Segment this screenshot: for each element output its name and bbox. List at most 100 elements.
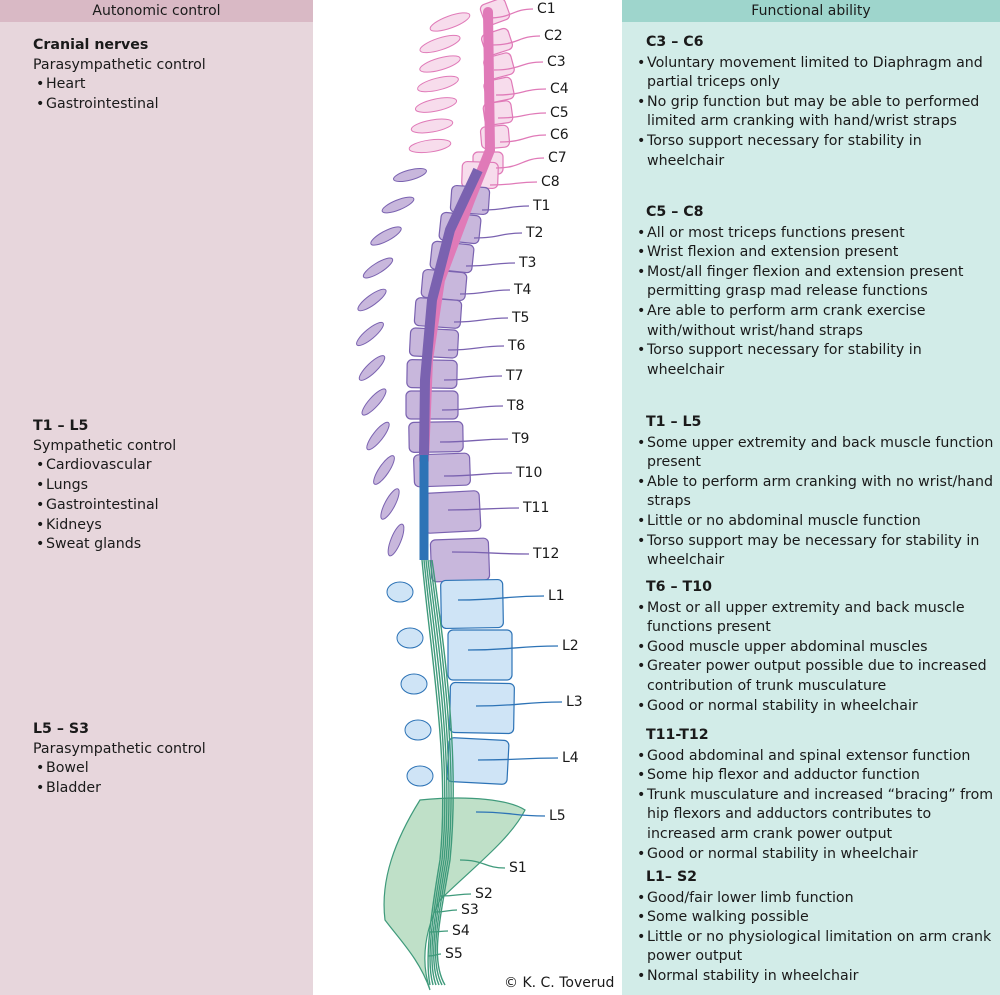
spinal-cord-thoracic	[419, 167, 483, 456]
vertebra-label-s3: S3	[461, 902, 479, 918]
group-title: T6 – T10	[646, 579, 712, 595]
vertebral-process	[362, 257, 394, 279]
vertebra-label-c4: C4	[550, 81, 569, 97]
autonomic-group-l5-s3: L5 – S3 Parasympathetic control Bowel Bl…	[33, 720, 206, 799]
vertebral-process	[429, 12, 471, 32]
vertebral-body	[422, 490, 482, 534]
vertebral-process	[414, 97, 458, 113]
list-item: Most or all upper extremity and back mus…	[634, 599, 998, 638]
copyright-credit: © K. C. Toverud	[504, 975, 615, 991]
list-item: Torso support necessary for stability in…	[634, 341, 998, 380]
vertebral-body	[440, 578, 504, 630]
group-title: L5 – S3	[33, 721, 89, 737]
cauda-equina-strand	[429, 559, 452, 986]
vertebra-label-t11: T11	[522, 500, 549, 516]
vertebra-label-t6: T6	[507, 338, 526, 354]
nerve-root	[429, 930, 449, 933]
cauda-equina-strand	[421, 559, 444, 986]
nerve-root	[453, 317, 509, 323]
vertebra-label-l1: L1	[548, 588, 565, 604]
group-subtitle: Parasympathetic control	[33, 740, 206, 757]
vertebral-process	[356, 321, 384, 347]
vertebra-label-l4: L4	[562, 750, 579, 766]
list-item: Sweat glands	[33, 535, 176, 555]
list-item: Good abdominal and spinal extensor funct…	[634, 747, 998, 767]
functional-group-c5-c8: C5 – C8 All or most triceps functions pr…	[634, 203, 998, 380]
nerve-root	[491, 35, 541, 46]
list-item: Some walking possible	[634, 908, 998, 928]
group-subtitle: Parasympathetic control	[33, 56, 206, 73]
nerve-root	[499, 134, 547, 143]
spinal-column-illustration: C1C2C3C4C5C6C7C8T1T2T3T4T5T6T7T8T9T10T11…	[356, 0, 583, 991]
vertebral-process	[366, 421, 390, 451]
group-title: C3 – C6	[646, 34, 704, 50]
vertebral-process	[396, 627, 424, 649]
vertebral-process	[393, 167, 427, 183]
vertebral-process	[408, 138, 452, 154]
group-subtitle: Sympathetic control	[33, 437, 177, 454]
group-title: Cranial nerves	[33, 37, 149, 53]
vertebral-body	[405, 390, 459, 420]
nerve-root	[475, 701, 563, 707]
nerve-root	[473, 232, 523, 239]
list-item: Little or no physiological limitation on…	[634, 928, 998, 967]
list-item: No grip function but may be able to perf…	[634, 93, 998, 132]
vertebral-body	[479, 124, 511, 150]
nerve-root	[427, 953, 442, 957]
nerve-root	[495, 88, 547, 96]
vertebra-label-c3: C3	[547, 54, 566, 70]
nerve-root	[465, 262, 516, 267]
autonomic-control-header: Autonomic control	[0, 0, 313, 22]
list-item: Greater power output possible due to inc…	[634, 657, 998, 696]
list-item: Some upper extremity and back muscle fun…	[634, 434, 998, 473]
nerve-root	[447, 507, 520, 511]
list-item: Trunk musculature and increased “bracing…	[634, 786, 998, 845]
cauda-equina-strand	[431, 559, 454, 986]
vertebra-label-l2: L2	[562, 638, 579, 654]
nerve-root	[475, 811, 546, 817]
nerve-root	[493, 61, 544, 71]
vertebra-label-c5: C5	[550, 105, 569, 121]
cauda-equina-strand	[427, 559, 450, 986]
vertebra-label-c2: C2	[544, 28, 563, 44]
vertebra-label-t10: T10	[515, 465, 542, 481]
functional-group-t6-t10: T6 – T10 Most or all upper extremity and…	[634, 578, 998, 716]
vertebra-label-l3: L3	[566, 694, 583, 710]
list-item: All or most triceps functions present	[634, 224, 998, 244]
list-item: Voluntary movement limited to Diaphragm …	[634, 54, 998, 93]
vertebral-process	[381, 196, 415, 214]
vertebral-process	[400, 673, 428, 695]
vertebra-label-t3: T3	[518, 255, 536, 271]
list-item: Normal stability in wheelchair	[634, 967, 998, 987]
group-title: C5 – C8	[646, 204, 704, 220]
nerve-root	[443, 472, 513, 477]
vertebral-process	[386, 581, 414, 603]
list-item: Torso support may be necessary for stabi…	[634, 532, 998, 571]
vertebral-process	[358, 355, 386, 381]
vertebral-body	[447, 629, 513, 681]
group-title: T11-T12	[646, 727, 709, 743]
vertebra-label-s2: S2	[475, 886, 493, 902]
list-item: Gastrointestinal	[33, 95, 206, 115]
functional-ability-header: Functional ability	[622, 0, 1000, 22]
vertebral-process	[387, 523, 405, 557]
vertebral-process	[380, 488, 400, 520]
vertebral-body	[449, 681, 515, 735]
vertebra-label-l5: L5	[549, 808, 566, 824]
list-item: Good or normal stability in wheelchair	[634, 697, 998, 717]
nerve-root	[481, 205, 530, 211]
nerve-root	[457, 595, 545, 601]
list-item: Little or no abdominal muscle function	[634, 512, 998, 532]
list-item: Most/all finger flexion and extension pr…	[634, 263, 998, 302]
nerve-root	[439, 438, 509, 443]
vertebra-label-t1: T1	[532, 198, 550, 214]
vertebra-label-t8: T8	[506, 398, 524, 414]
vertebral-process	[357, 288, 387, 312]
vertebral-process	[419, 34, 461, 54]
group-title: T1 – L5	[646, 414, 702, 430]
vertebral-process	[406, 765, 434, 787]
vertebral-process	[419, 55, 461, 73]
list-item: Good muscle upper abdominal muscles	[634, 638, 998, 658]
list-item: Some hip flexor and adductor function	[634, 766, 998, 786]
vertebra-label-t7: T7	[505, 368, 523, 384]
